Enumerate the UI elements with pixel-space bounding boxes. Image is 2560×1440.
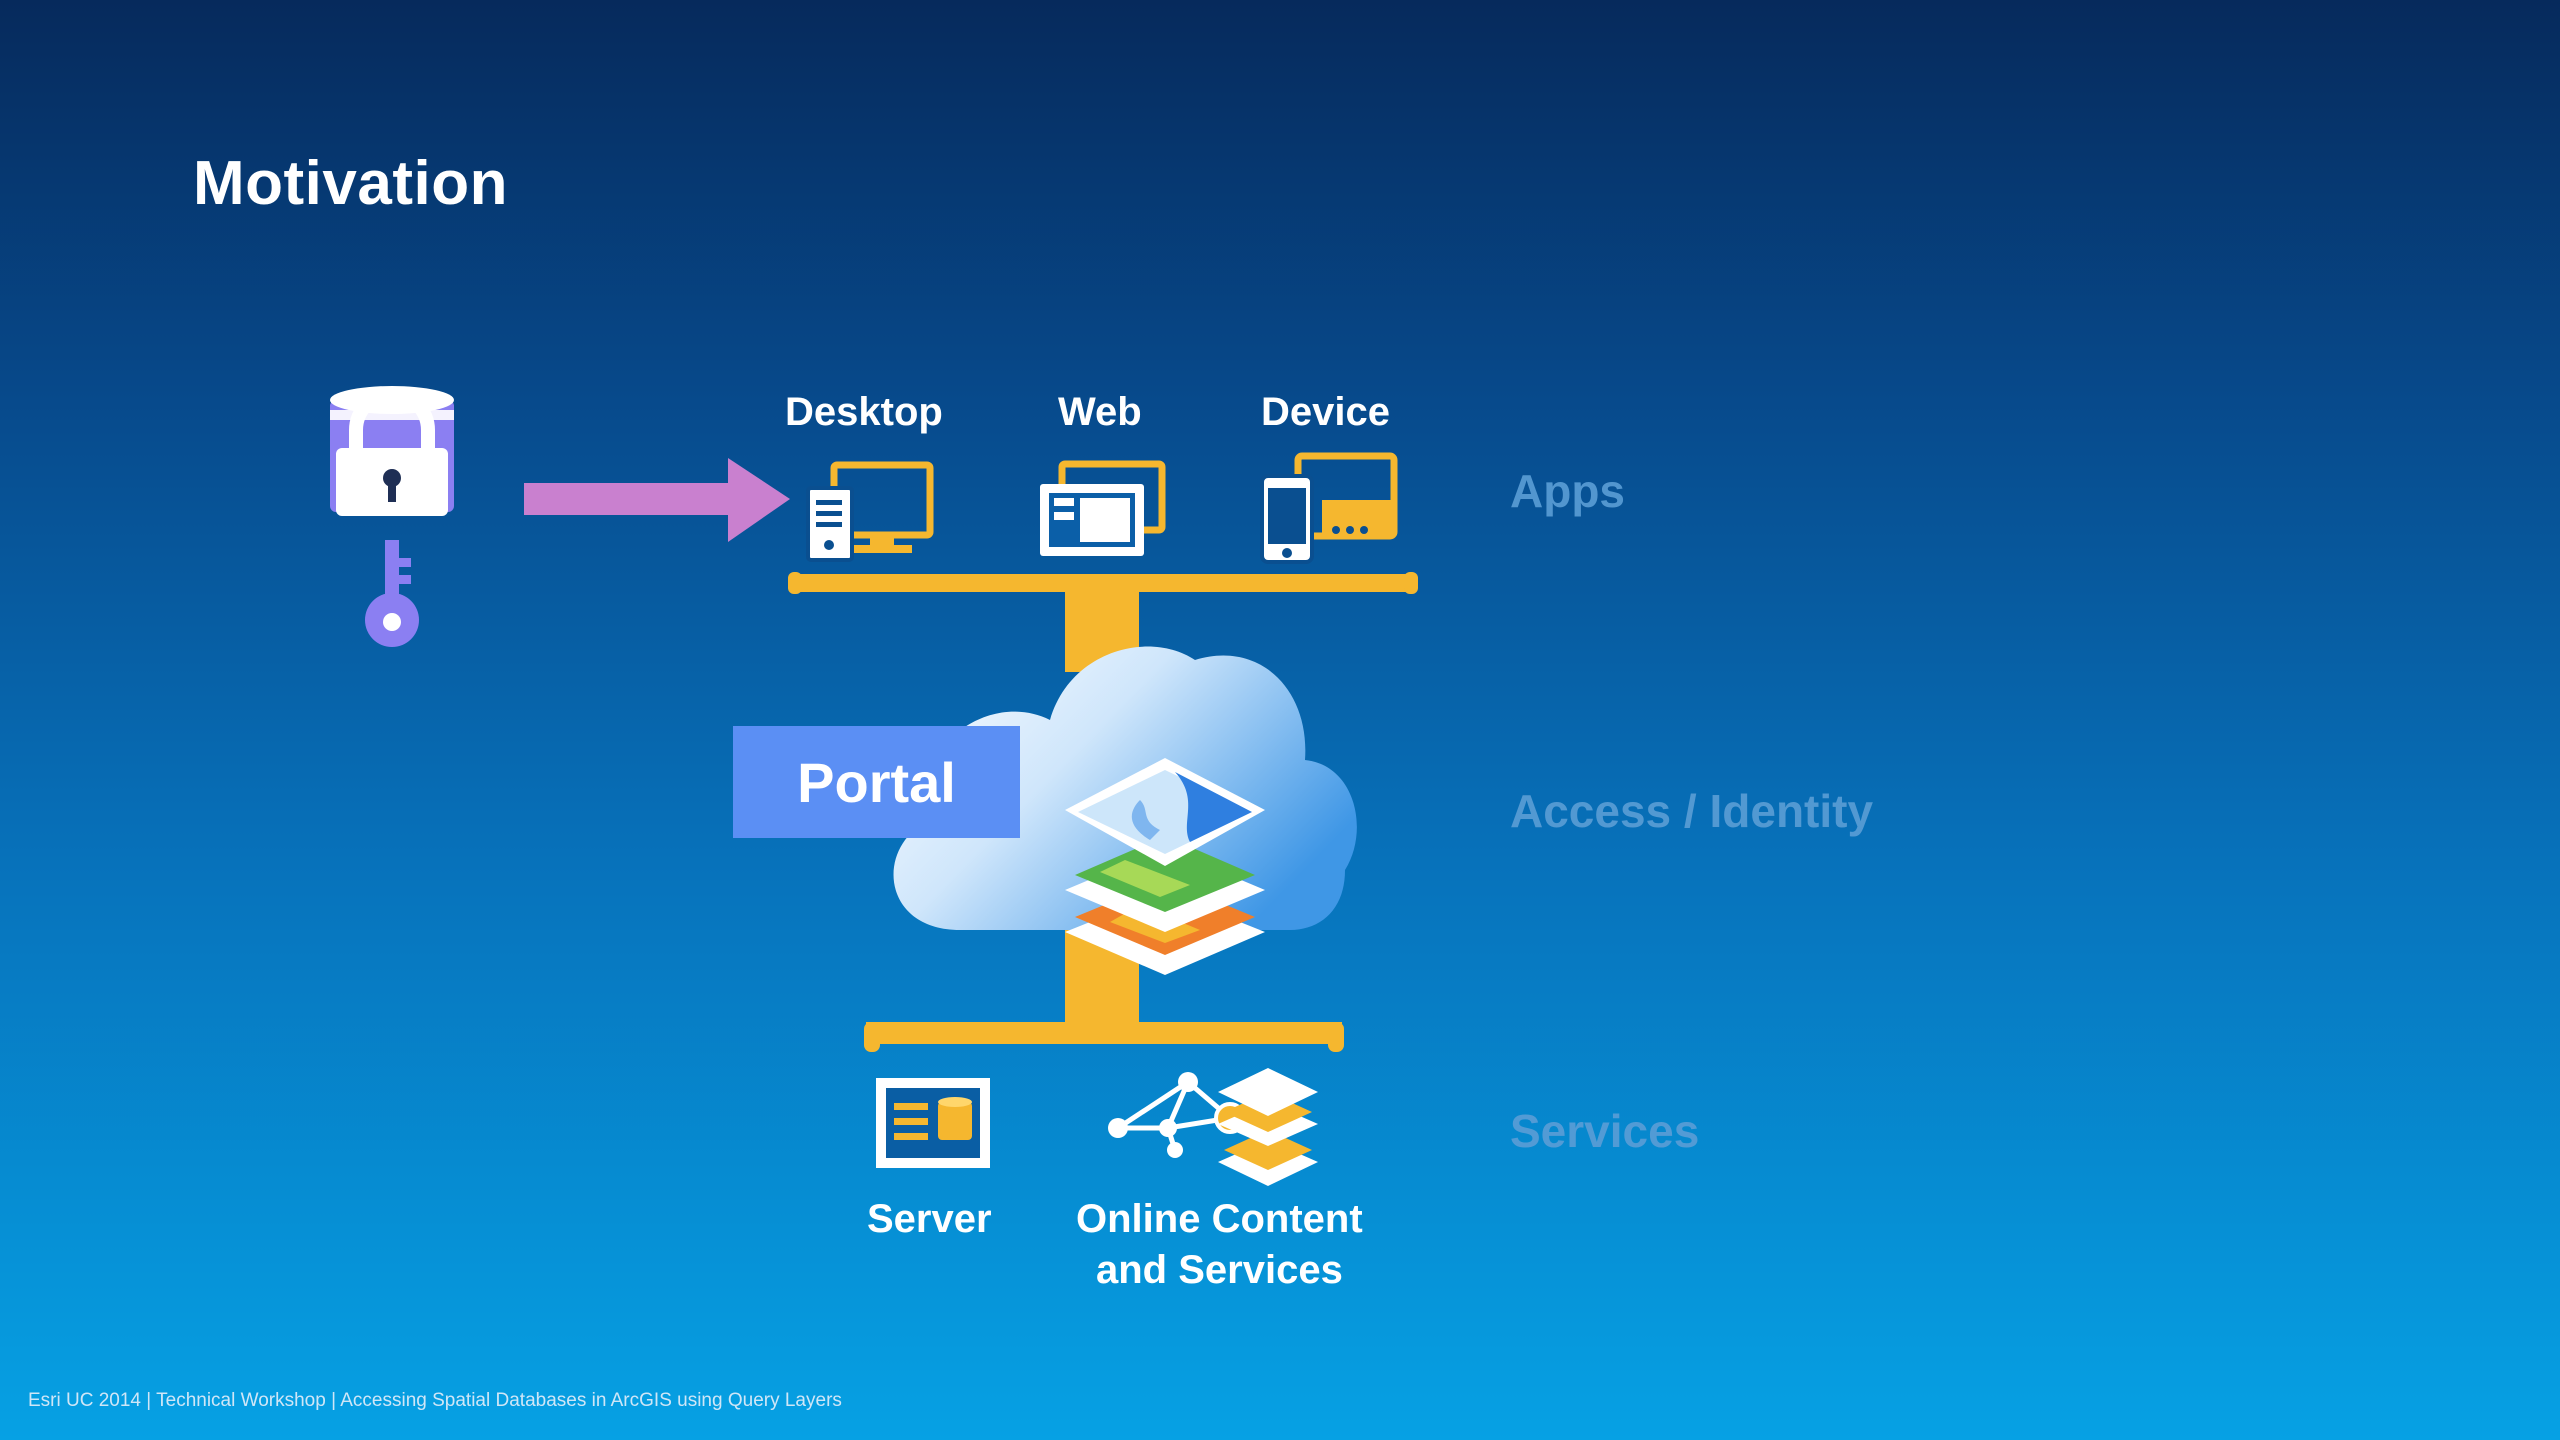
- device-icon: [1260, 452, 1398, 564]
- tier-label-apps: Apps: [1510, 465, 1625, 517]
- arrow-right-icon: [524, 458, 790, 542]
- server-label: Server: [867, 1197, 992, 1241]
- slide-title: Motivation: [193, 149, 508, 218]
- portal-label: Portal: [797, 750, 956, 814]
- map-layers-icon: [1065, 758, 1265, 975]
- server-icon: [876, 1078, 990, 1168]
- online-content-label-line1: Online Content: [1076, 1197, 1363, 1241]
- device-label: Device: [1261, 390, 1390, 434]
- online-content-label-line2: and Services: [1096, 1248, 1343, 1292]
- web-icon: [1040, 460, 1166, 556]
- key-icon: [365, 540, 419, 647]
- desktop-icon: [806, 461, 934, 562]
- apps-connector-bracket: [788, 572, 1418, 594]
- web-label: Web: [1058, 390, 1142, 434]
- tier-label-services: Services: [1510, 1105, 1700, 1157]
- slide-footer: Esri UC 2014 | Technical Workshop | Acce…: [28, 1390, 842, 1411]
- services-connector-bracket: [864, 1022, 1344, 1052]
- online-content-icon: [1108, 1068, 1318, 1186]
- desktop-label: Desktop: [785, 390, 943, 434]
- tier-label-access: Access / Identity: [1510, 785, 1874, 837]
- portal-box: Portal: [733, 726, 1020, 838]
- database-lock-icon: [330, 386, 454, 516]
